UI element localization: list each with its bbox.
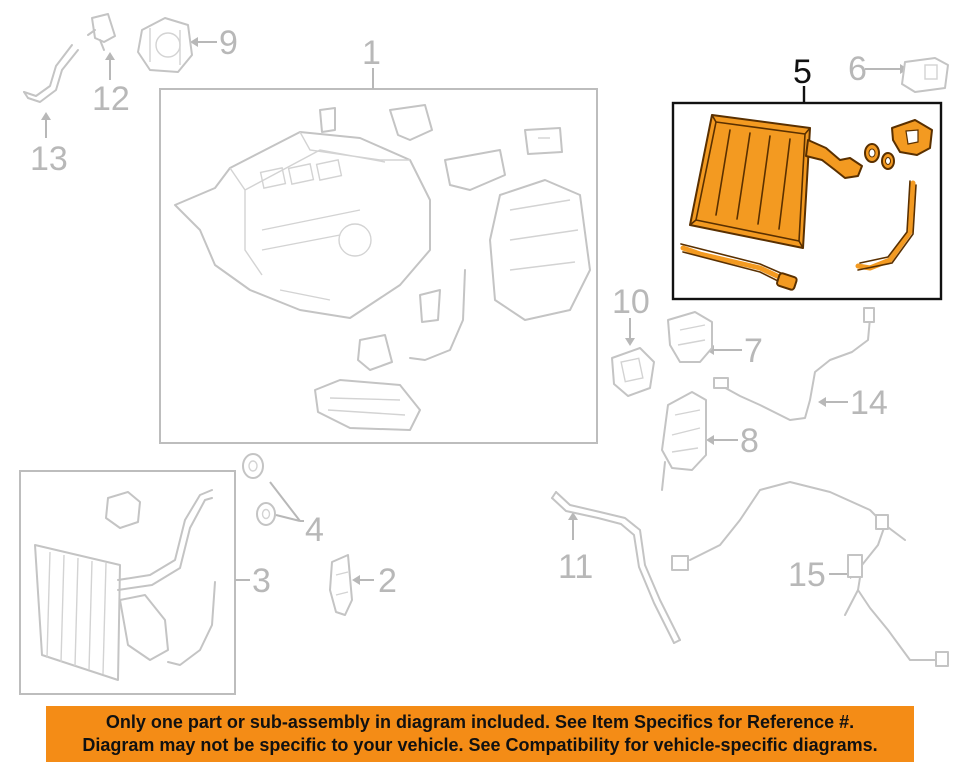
frame-part-5 xyxy=(671,101,943,301)
leader-lines xyxy=(41,37,908,585)
part-2-bracket xyxy=(329,554,353,616)
part-12-sensor xyxy=(87,13,116,51)
callout-7: 7 xyxy=(744,332,763,370)
part-11-tube xyxy=(551,491,681,644)
disclaimer-line-2: Diagram may not be specific to your vehi… xyxy=(82,735,878,755)
callout-2: 2 xyxy=(378,562,397,600)
callout-5: 5 xyxy=(793,53,812,91)
part-6-connector xyxy=(901,57,949,93)
callout-labels: 1 2 3 4 5 6 7 8 9 10 11 12 13 14 15 xyxy=(30,24,888,600)
callout-9: 9 xyxy=(219,24,238,62)
callout-11: 11 xyxy=(558,548,593,586)
callout-3: 3 xyxy=(252,562,271,600)
part-8-bracket xyxy=(661,391,707,491)
frame-part-3 xyxy=(19,470,236,695)
part-4-seals xyxy=(242,453,276,526)
part-15-harness xyxy=(671,481,949,667)
callout-8: 8 xyxy=(740,422,759,460)
evaporator-core-highlight xyxy=(680,114,933,291)
disclaimer-banner: Only one part or sub-assembly in diagram… xyxy=(46,706,914,762)
callout-4: 4 xyxy=(305,511,324,549)
part-3-heater-core xyxy=(34,489,216,681)
disclaimer-line-1: Only one part or sub-assembly in diagram… xyxy=(105,712,855,732)
callout-6: 6 xyxy=(848,50,867,88)
part-7-bracket xyxy=(667,311,713,363)
part-9-actuator xyxy=(137,17,193,73)
callout-10: 10 xyxy=(612,283,650,321)
part-14-wiring xyxy=(713,307,875,421)
part-13-hose xyxy=(23,44,79,103)
callout-12: 12 xyxy=(92,80,130,118)
callout-14: 14 xyxy=(850,384,888,422)
callout-15: 15 xyxy=(788,556,826,594)
callout-13: 13 xyxy=(30,140,68,178)
callout-1: 1 xyxy=(362,34,381,72)
frame-part-1 xyxy=(159,88,598,444)
part-10-actuator xyxy=(611,347,655,397)
hvac-housing-assembly xyxy=(174,104,591,431)
